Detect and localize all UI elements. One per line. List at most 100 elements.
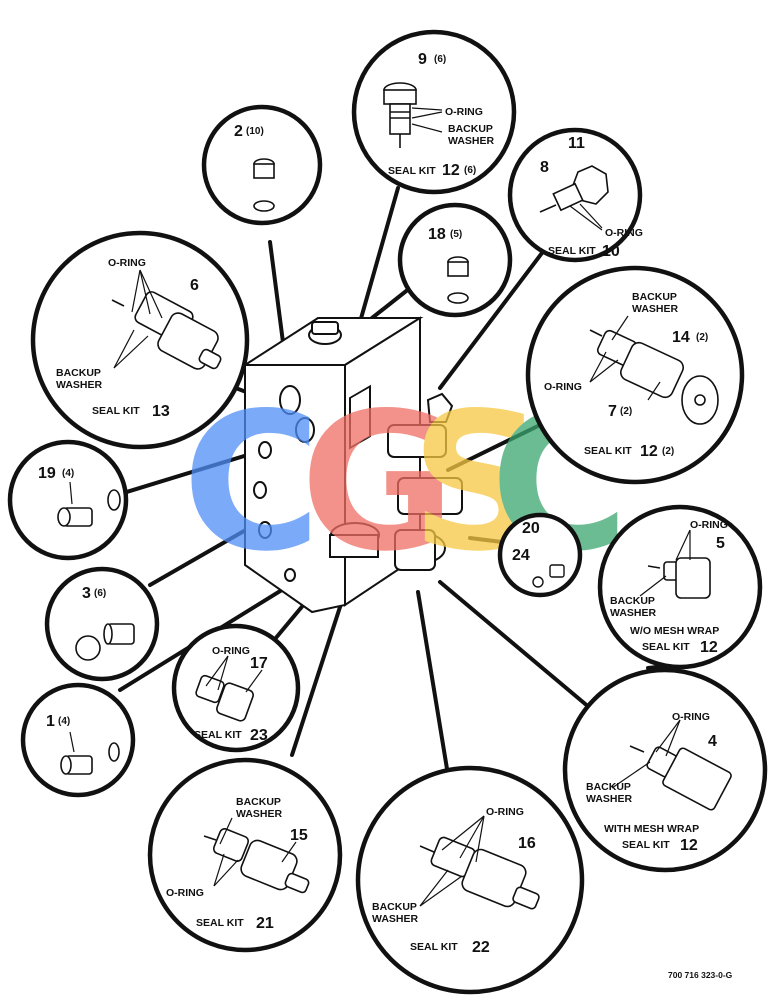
- callout-3: 3 (6): [44, 566, 160, 682]
- callout-20-number: 20: [522, 520, 540, 537]
- callout-15-note-backup: BACKUP: [236, 796, 281, 808]
- callout-14-kit: SEAL KIT: [584, 445, 632, 457]
- callout-5-note-oring: O-RING: [690, 519, 728, 531]
- callout-9-note-oring: O-RING: [445, 106, 483, 118]
- callout-18-qty: (5): [450, 229, 462, 240]
- callout-14: BACKUP WASHER O-RING 14 (2) 7 (2) SEAL K…: [525, 265, 745, 485]
- callout-17-kit-number: 23: [250, 727, 268, 744]
- callout-5-note-backup: BACKUP: [610, 595, 655, 607]
- plug-part-icon: [647, 557, 711, 599]
- callout-9-kit-qty: (6): [464, 165, 476, 176]
- callout-19-number: 19: [38, 465, 56, 482]
- callout-4-note-washer: WASHER: [586, 793, 633, 805]
- callout-16-note-oring: O-RING: [486, 806, 524, 818]
- callout-6-note-washer: WASHER: [56, 379, 103, 391]
- callout-17-note-oring: O-RING: [212, 645, 250, 657]
- figure-reference-code: 700 716 323-0-G: [668, 970, 733, 980]
- callout-18-number: 18: [428, 226, 446, 243]
- callout-7-qty: (2): [620, 406, 632, 417]
- callout-17-kit: SEAL KIT: [194, 729, 242, 741]
- plug-part-icon: [195, 674, 254, 722]
- callout-14-note-backup: BACKUP: [632, 291, 677, 303]
- callout-6-number: 6: [190, 277, 199, 294]
- valve-knob-part-icon: [539, 165, 609, 213]
- callout-5: 5 O-RING BACKUP WASHER W/O MESH WRAP SEA…: [597, 504, 763, 670]
- callout-2-qty: (10): [246, 126, 264, 137]
- callout-16-kit: SEAL KIT: [410, 941, 458, 953]
- callout-4-kit-number: 12: [680, 837, 698, 854]
- callout-14-kit-number: 12: [640, 443, 658, 460]
- callout-11-kit-number: 10: [602, 243, 620, 260]
- callout-4: 4 O-RING BACKUP WASHER WITH MESH WRAP SE…: [562, 667, 768, 873]
- callout-6-note-backup: BACKUP: [56, 367, 101, 379]
- callout-6-kit-number: 13: [152, 403, 170, 420]
- callout-14-qty: (2): [696, 332, 708, 343]
- plug-part-icon: [383, 82, 417, 148]
- cartridge-part-icon: [203, 828, 310, 894]
- callout-19-qty: (4): [62, 468, 74, 479]
- callout-5-kit-number: 12: [700, 639, 718, 656]
- callout-6-note-oring: O-RING: [108, 257, 146, 269]
- mesh-wrap-cartridge-part-icon: [629, 745, 732, 811]
- callout-9-note-backup: BACKUP: [448, 123, 493, 135]
- callout-9: 9 (6) O-RING BACKUP WASHER SEAL KIT 12 (…: [351, 29, 517, 195]
- plug-part-icon: [447, 256, 469, 304]
- callout-18: 18 (5): [397, 202, 513, 318]
- callout-16: O-RING 16 BACKUP WASHER SEAL KIT 22: [355, 765, 585, 995]
- adjuster-cartridge-part-icon: [589, 329, 719, 425]
- callout-9-note-washer: WASHER: [448, 135, 495, 147]
- plug-part-icon: [57, 489, 121, 527]
- callout-15-kit: SEAL KIT: [196, 917, 244, 929]
- callout-20: 20 24: [497, 512, 583, 598]
- callout-15-kit-number: 21: [256, 915, 274, 932]
- plug-part-icon: [60, 742, 120, 775]
- callout-1-qty: (4): [58, 716, 70, 727]
- cartridge-valve-lower: [329, 522, 446, 571]
- cartridge-valve-upper: [387, 392, 463, 515]
- callout-15-note-oring: O-RING: [166, 887, 204, 899]
- callout-16-note-washer: WASHER: [372, 913, 419, 925]
- callout-6-kit: SEAL KIT: [92, 405, 140, 417]
- callout-11-number: 11: [568, 135, 585, 152]
- callout-5-number: 5: [716, 535, 725, 552]
- callout-14-note-washer: WASHER: [632, 303, 679, 315]
- callout-4-number: 4: [708, 733, 717, 750]
- callout-16-note-backup: BACKUP: [372, 901, 417, 913]
- callout-2: 2 (10): [201, 104, 323, 226]
- callout-9-kit-number: 12: [442, 162, 460, 179]
- callout-3-qty: (6): [94, 588, 106, 599]
- callout-2-number: 2: [234, 123, 243, 140]
- valve-manifold-block: [241, 316, 463, 614]
- callout-4-note-backup: BACKUP: [586, 781, 631, 793]
- callout-3-number: 3: [82, 585, 91, 602]
- plug-part-icon: [253, 158, 275, 212]
- callout-4-kit: SEAL KIT: [622, 839, 670, 851]
- callout-5-note-washer: WASHER: [610, 607, 657, 619]
- callout-14-kit-qty: (2): [662, 446, 674, 457]
- callout-9-qty: (6): [434, 54, 446, 65]
- fitting-part-icon: [532, 564, 565, 588]
- cartridge-part-icon: [419, 836, 540, 910]
- callout-15-number: 15: [290, 827, 308, 844]
- callout-19: 19 (4): [7, 439, 129, 561]
- callout-16-kit-number: 22: [472, 939, 490, 956]
- callout-24-number: 24: [512, 547, 530, 564]
- ball-plug-part-icon: [75, 623, 135, 661]
- callout-11-note-oring: O-RING: [605, 227, 643, 239]
- callout-11: 11 8 O-RING SEAL KIT 10: [507, 127, 643, 263]
- cartridge-part-icon: [111, 291, 222, 370]
- callout-15-note-washer: WASHER: [236, 808, 283, 820]
- callout-11-kit: SEAL KIT: [548, 245, 596, 257]
- callout-1: 1 (4): [20, 682, 136, 798]
- watermark-letter-2: G: [300, 372, 456, 593]
- callout-8-number: 8: [540, 159, 549, 176]
- callout-14-number: 14: [672, 329, 690, 346]
- callout-16-number: 16: [518, 835, 536, 852]
- callout-17: O-RING 17 SEAL KIT 23: [171, 623, 301, 753]
- callout-5-kit: SEAL KIT: [642, 641, 690, 653]
- callout-7-number: 7: [608, 403, 617, 420]
- callout-4-note-oring: O-RING: [672, 711, 710, 723]
- callout-17-number: 17: [250, 655, 268, 672]
